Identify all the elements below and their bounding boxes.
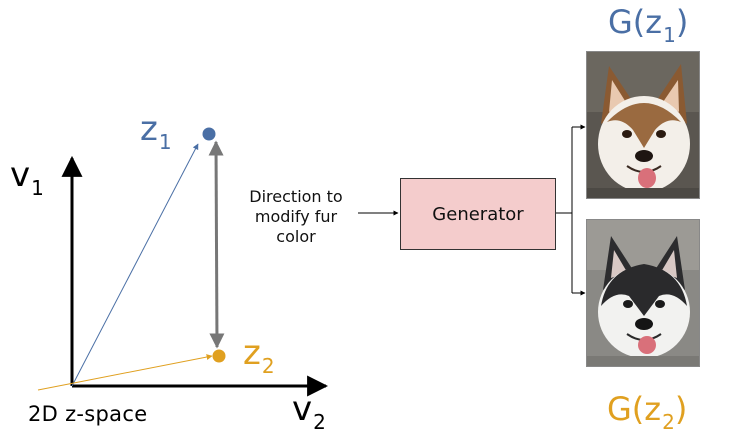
x-axis-label: v2	[292, 389, 326, 432]
z2-label-subscript: 2	[261, 354, 275, 378]
direction-arrow	[208, 140, 225, 349]
z1-vector	[71, 143, 199, 387]
generator-box: Generator	[400, 178, 556, 250]
direction-line-3: color	[276, 227, 316, 246]
direction-line-2: modify fur	[254, 207, 338, 226]
g-z2-subscript: 2	[662, 410, 675, 434]
husky-dog-black-icon	[587, 220, 699, 366]
z2-label: z2	[243, 333, 275, 376]
y-axis-label-subscript: 1	[31, 176, 44, 200]
z2-vector	[37, 354, 213, 391]
generator-label: Generator	[432, 203, 524, 225]
husky-dog-brown-icon	[587, 52, 699, 198]
g-z2-label: G(z2)	[607, 390, 688, 432]
husky-dog-brown-photo	[586, 51, 700, 199]
direction-description: Direction to modify fur color	[232, 187, 360, 247]
husky-dog-black-photo	[586, 219, 700, 367]
x-axis-label-text: v	[292, 389, 313, 429]
y-axis-label-text: v	[10, 155, 31, 195]
z2-point	[212, 349, 226, 363]
z2-label-text: z	[243, 333, 261, 373]
g-z1-suffix: )	[675, 3, 689, 41]
z1-label: z1	[140, 109, 172, 152]
g-z1-label: G(z1)	[608, 3, 689, 45]
z1-label-text: z	[140, 109, 158, 149]
g-z1-prefix: G(z	[608, 3, 663, 41]
x-axis-label-subscript: 2	[313, 410, 326, 434]
direction-line-1: Direction to	[249, 187, 343, 206]
g-z2-suffix: )	[674, 390, 688, 428]
g-z2-prefix: G(z	[607, 390, 662, 428]
g-z1-subscript: 1	[663, 23, 676, 47]
y-axis-label: v1	[10, 155, 44, 198]
space-caption: 2D z-space	[28, 402, 148, 426]
z1-label-subscript: 1	[158, 130, 172, 154]
output-connector	[556, 127, 573, 214]
z1-point	[202, 127, 216, 141]
